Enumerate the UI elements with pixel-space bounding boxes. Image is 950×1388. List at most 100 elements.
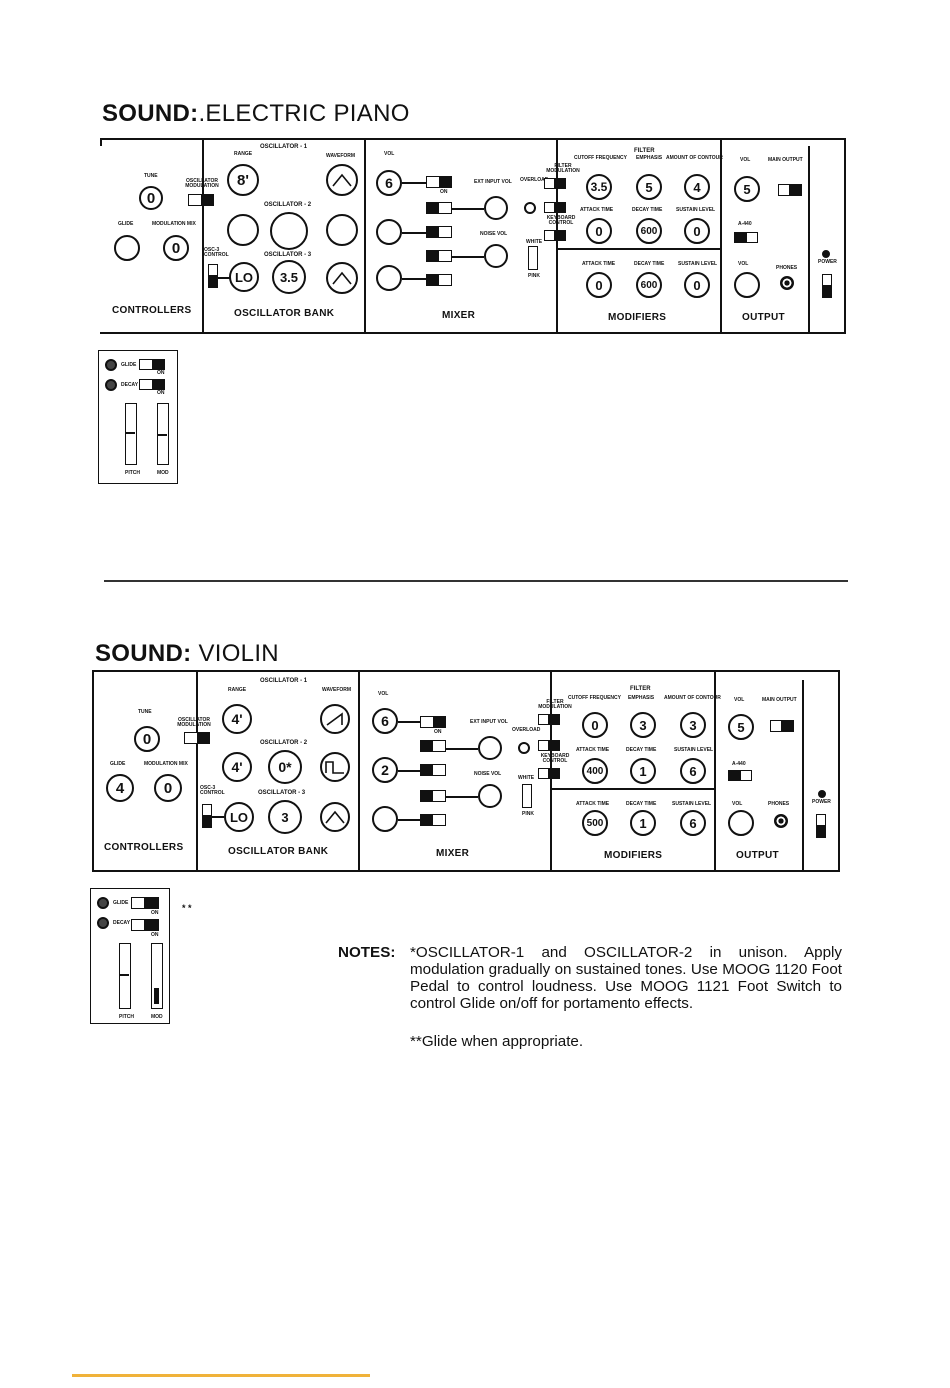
s1-decay-switch[interactable] <box>139 379 165 390</box>
s2-f-decay-knob[interactable]: 1 <box>630 758 656 784</box>
s1-phones-vol-knob[interactable] <box>734 272 760 298</box>
s2-mix-vol1-knob[interactable]: 6 <box>372 708 398 734</box>
s1-noise-color-switch[interactable] <box>528 246 538 270</box>
s2-a440-switch[interactable] <box>728 770 752 781</box>
s2-phones-vol-knob[interactable] <box>728 810 754 836</box>
s1-tune-knob[interactable]: 0 <box>139 186 163 210</box>
s2-osc3-control-switch[interactable] <box>202 804 212 828</box>
s2-osc2-freq-knob[interactable]: 0* <box>268 750 302 784</box>
s2-phones-jack[interactable] <box>774 814 788 828</box>
s2-out-vol-knob[interactable]: 5 <box>728 714 754 740</box>
s1-f-attack-knob[interactable]: 0 <box>586 218 612 244</box>
s1-mix-switch2[interactable] <box>426 202 452 214</box>
s1-mix-vol2-knob[interactable] <box>376 219 402 245</box>
s1-osc3-waveform-knob[interactable] <box>326 262 358 294</box>
s1-decay-button[interactable] <box>105 379 117 391</box>
s1-kbd-control-switch1[interactable] <box>544 202 566 213</box>
s1-kbd-control-switch2[interactable] <box>544 230 566 241</box>
s1-mix-switch5[interactable] <box>426 274 452 286</box>
s2-osc2-waveform-knob[interactable] <box>320 752 350 782</box>
s1-mod-mix-knob[interactable]: 0 <box>163 235 189 261</box>
s1-osc2-waveform-knob[interactable] <box>326 214 358 246</box>
s1-noise-knob[interactable] <box>484 244 508 268</box>
s2-kbd-control-switch2[interactable] <box>538 768 560 779</box>
s2-contour-knob[interactable]: 3 <box>680 712 706 738</box>
s2-mix-vol3-knob[interactable] <box>372 806 398 832</box>
s2-tune-knob[interactable]: 0 <box>134 726 160 752</box>
s1-pitch-wheel[interactable] <box>125 403 137 465</box>
s1-out-vol-knob[interactable]: 5 <box>734 176 760 202</box>
s1-contour-knob[interactable]: 4 <box>684 174 710 200</box>
s2-noise-knob[interactable] <box>478 784 502 808</box>
s2-decay-switch[interactable] <box>131 919 159 931</box>
s2-glide-switch[interactable] <box>131 897 159 909</box>
s1-mod-wheel[interactable] <box>157 403 169 465</box>
s1-range-label: RANGE <box>234 151 253 157</box>
s1-osc2-freq-knob[interactable] <box>270 212 308 250</box>
s2-mix-switch3[interactable] <box>420 764 446 776</box>
s1-power-switch[interactable] <box>822 274 832 298</box>
s2-f-sustain-knob[interactable]: 6 <box>680 758 706 784</box>
s2-l-attack-knob[interactable]: 500 <box>582 810 608 836</box>
s2-mod-wheel[interactable] <box>151 943 163 1009</box>
s1-mix-switch4[interactable] <box>426 250 452 262</box>
s1-osc3-control-switch[interactable] <box>208 264 218 288</box>
s1-mix-switch1[interactable] <box>426 176 452 188</box>
s1-cutoff-knob[interactable]: 3.5 <box>586 174 612 200</box>
s1-mix-vol1-knob[interactable]: 6 <box>376 170 402 196</box>
s1-osc1-waveform-knob[interactable] <box>326 164 358 196</box>
s2-noise-color-switch[interactable] <box>522 784 532 808</box>
s1-l-decay-knob[interactable]: 600 <box>636 272 662 298</box>
s1-main-output-label: MAIN OUTPUT <box>768 157 803 163</box>
s1-osc-mod-switch[interactable] <box>188 194 214 206</box>
s1-osc1-label: OSCILLATOR - 1 <box>260 144 308 150</box>
s1-a440-switch[interactable] <box>734 232 758 243</box>
s1-mix-vol3-knob[interactable] <box>376 265 402 291</box>
s2-osc3-freq-knob[interactable]: 3 <box>268 800 302 834</box>
s1-filter-mod-label: FILTER MODULATION <box>546 163 580 174</box>
s2-osc-mod-switch[interactable] <box>184 732 210 744</box>
s2-mix-switch4[interactable] <box>420 790 446 802</box>
s2-osc3-range-knob[interactable]: LO <box>224 802 254 832</box>
s1-ext-input-knob[interactable] <box>484 196 508 220</box>
s2-power-switch[interactable] <box>816 814 826 838</box>
s1-mix-switch3[interactable] <box>426 226 452 238</box>
s2-ext-input-knob[interactable] <box>478 736 502 760</box>
s2-mix-switch5[interactable] <box>420 814 446 826</box>
s2-osc2-range-knob[interactable]: 4' <box>222 752 252 782</box>
s1-glide-knob[interactable] <box>114 235 140 261</box>
s2-mix-vol2-knob[interactable]: 2 <box>372 757 398 783</box>
s1-osc3-freq-knob[interactable]: 3.5 <box>272 260 306 294</box>
s1-l-attack-knob[interactable]: 0 <box>586 272 612 298</box>
s2-filter-mod-switch[interactable] <box>538 714 560 725</box>
s2-osc1-waveform-knob[interactable] <box>320 704 350 734</box>
s2-decay-button[interactable] <box>97 917 109 929</box>
s1-osc1-range-knob[interactable]: 8' <box>227 164 259 196</box>
s2-osc3-waveform-knob[interactable] <box>320 802 350 832</box>
s2-l-decay-knob[interactable]: 1 <box>630 810 656 836</box>
s1-main-output-switch[interactable] <box>778 184 802 196</box>
s1-filter-mod-switch[interactable] <box>544 178 566 189</box>
s2-f-attack-knob[interactable]: 400 <box>582 758 608 784</box>
s1-phones-jack[interactable] <box>780 276 794 290</box>
s2-osc1-range-knob[interactable]: 4' <box>222 704 252 734</box>
s2-mod-mix-knob[interactable]: 0 <box>154 774 182 802</box>
s1-f-decay-knob[interactable]: 600 <box>636 218 662 244</box>
s1-osc2-range-knob[interactable] <box>227 214 259 246</box>
s1-l-sustain-knob[interactable]: 0 <box>684 272 710 298</box>
s1-glide-switch[interactable] <box>139 359 165 370</box>
s2-glide-knob[interactable]: 4 <box>106 774 134 802</box>
s2-emphasis-knob[interactable]: 3 <box>630 712 656 738</box>
s2-l-sustain-knob[interactable]: 6 <box>680 810 706 836</box>
s1-osc3-range-knob[interactable]: LO <box>229 262 259 292</box>
s1-f-sustain-knob[interactable]: 0 <box>684 218 710 244</box>
s1-emphasis-knob[interactable]: 5 <box>636 174 662 200</box>
s2-kbd-control-switch1[interactable] <box>538 740 560 751</box>
s2-cutoff-knob[interactable]: 0 <box>582 712 608 738</box>
s2-pitch-wheel[interactable] <box>119 943 131 1009</box>
s2-glide-button[interactable] <box>97 897 109 909</box>
s2-mix-switch1[interactable] <box>420 716 446 728</box>
s2-mix-switch2[interactable] <box>420 740 446 752</box>
s2-main-output-switch[interactable] <box>770 720 794 732</box>
s1-glide-button[interactable] <box>105 359 117 371</box>
